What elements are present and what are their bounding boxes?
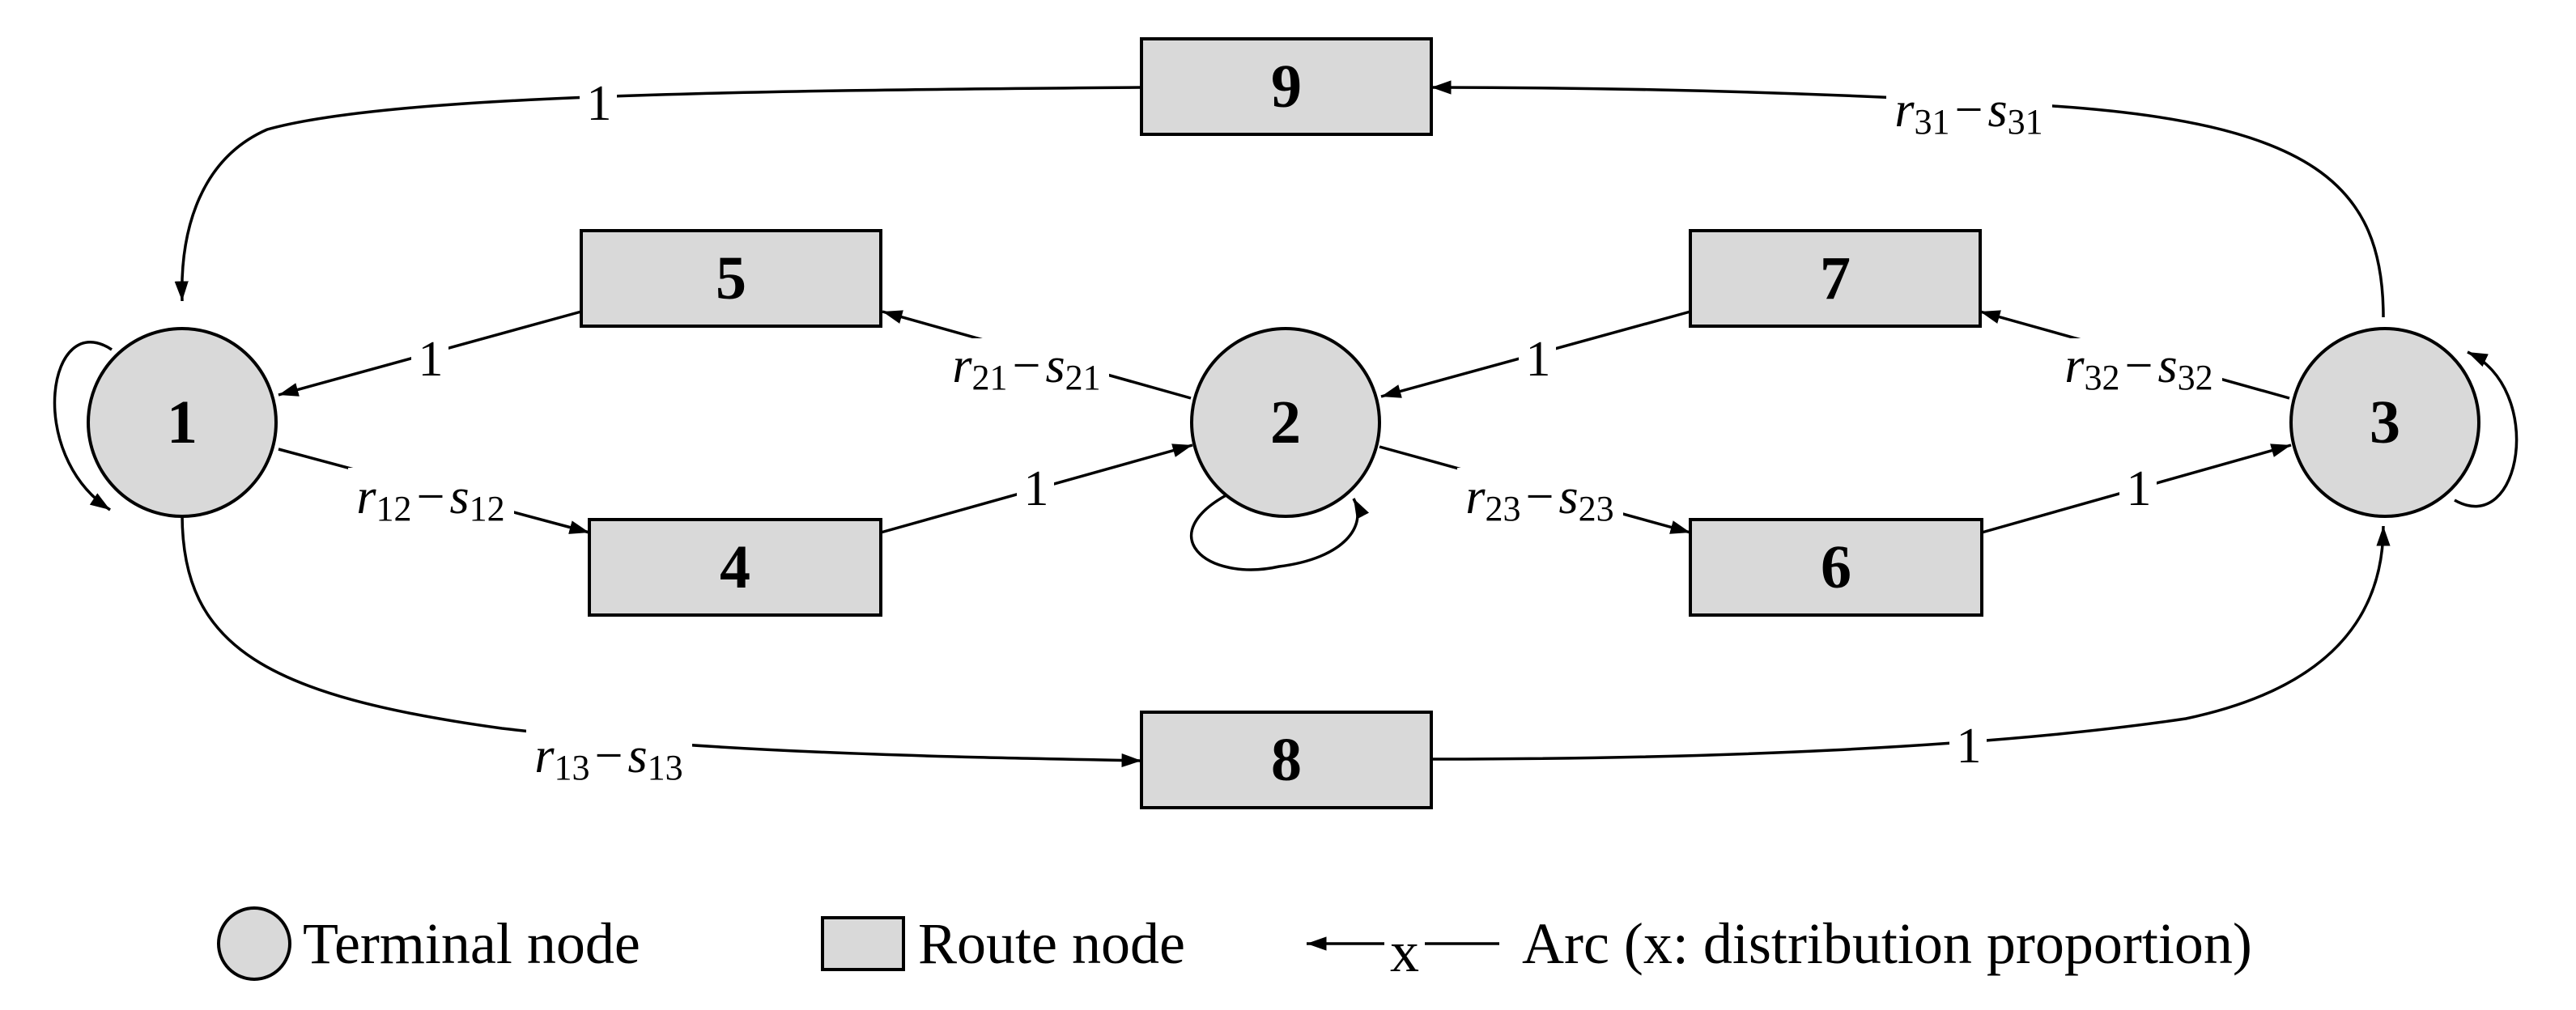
svg-text:7: 7: [1820, 244, 1851, 312]
edge-1-to-8: [181, 514, 1142, 768]
svg-text:3: 3: [2370, 388, 2400, 456]
edge-label-3-to-7: r32−s32: [2064, 338, 2213, 397]
terminal-node-3: 3: [2289, 327, 2480, 518]
edge-labels: 1 r31−s31 1 r21−s21 r12−s12 1 1 r32−s32: [348, 76, 2222, 787]
edge-label-3-to-9: r31−s31: [1894, 83, 2043, 142]
svg-text:6: 6: [1821, 533, 1851, 601]
svg-text:4: 4: [720, 533, 750, 601]
svg-text:5: 5: [716, 244, 746, 312]
legend-route: Route node: [821, 911, 1185, 976]
svg-text:1: 1: [167, 388, 198, 456]
edge-label-7-to-2: 1: [1526, 332, 1551, 387]
legend-arc: x Arc (x: distribution proportion): [1307, 911, 2252, 984]
route-node-7: 7: [1689, 229, 1982, 328]
edge-label-1-to-8: r13−s13: [534, 728, 682, 787]
route-node-4: 4: [588, 518, 882, 617]
svg-text:Route node: Route node: [918, 911, 1185, 976]
svg-text:x: x: [1390, 919, 1419, 984]
edge-label-4-to-2: 1: [1024, 461, 1049, 516]
svg-text:8: 8: [1271, 726, 1302, 794]
edge-label-6-to-3: 1: [2127, 461, 2152, 516]
edge-8-to-3: [1430, 525, 2391, 761]
route-node-8: 8: [1140, 711, 1433, 809]
self-loop-1: [53, 341, 113, 511]
route-node-9: 9: [1140, 37, 1433, 136]
edge-label-2-to-6: r23−s23: [1465, 469, 1613, 528]
terminal-node-1: 1: [87, 327, 278, 518]
svg-text:2: 2: [1270, 388, 1301, 456]
terminal-node-2: 2: [1190, 327, 1381, 518]
legend-terminal: Terminal node: [217, 906, 640, 981]
edge-label-9-to-1: 1: [587, 76, 612, 131]
self-loop-3: [2454, 350, 2519, 508]
svg-text:9: 9: [1271, 53, 1302, 121]
edge-label-2-to-5: r21−s21: [952, 338, 1100, 397]
terminal-nodes: 1 2 3: [87, 327, 2480, 518]
route-node-6: 6: [1689, 518, 1983, 617]
edge-label-8-to-3: 1: [1957, 719, 1982, 774]
svg-text:Terminal node: Terminal node: [303, 911, 640, 976]
self-loop-2: [1189, 490, 1370, 571]
edge-label-1-to-4: r12−s12: [356, 469, 504, 528]
svg-text:Arc (x: distribution proportio: Arc (x: distribution proportion): [1522, 911, 2252, 976]
legend: Terminal node Route node x Arc (x: distr…: [217, 906, 2252, 984]
route-node-5: 5: [580, 229, 882, 328]
edge-label-5-to-1: 1: [419, 332, 444, 387]
route-nodes: 9 5 7 4 6 8: [580, 37, 1983, 809]
edge-9-to-1: [174, 86, 1142, 302]
